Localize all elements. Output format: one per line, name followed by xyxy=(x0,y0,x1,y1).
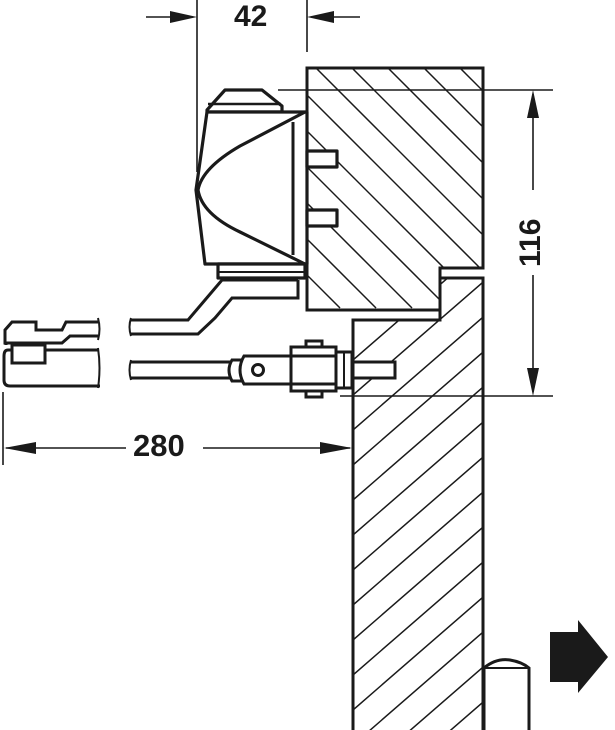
dimension-280 xyxy=(2,392,352,465)
frame-section xyxy=(305,66,485,312)
dimension-116 xyxy=(278,89,553,397)
dimension-label-280: 280 xyxy=(130,430,188,461)
door-leaf xyxy=(351,276,485,730)
dimension-label-42: 42 xyxy=(232,0,270,33)
dimension-42 xyxy=(146,0,360,172)
arrow-right-icon xyxy=(550,620,608,693)
arm-upper xyxy=(3,278,300,345)
arm-bracket xyxy=(351,360,397,380)
arm-lower xyxy=(2,339,354,399)
hinge-pin xyxy=(482,658,531,730)
dimension-label-116: 116 xyxy=(514,215,547,270)
closer-body xyxy=(194,88,339,280)
arm-break-lines xyxy=(97,317,132,389)
